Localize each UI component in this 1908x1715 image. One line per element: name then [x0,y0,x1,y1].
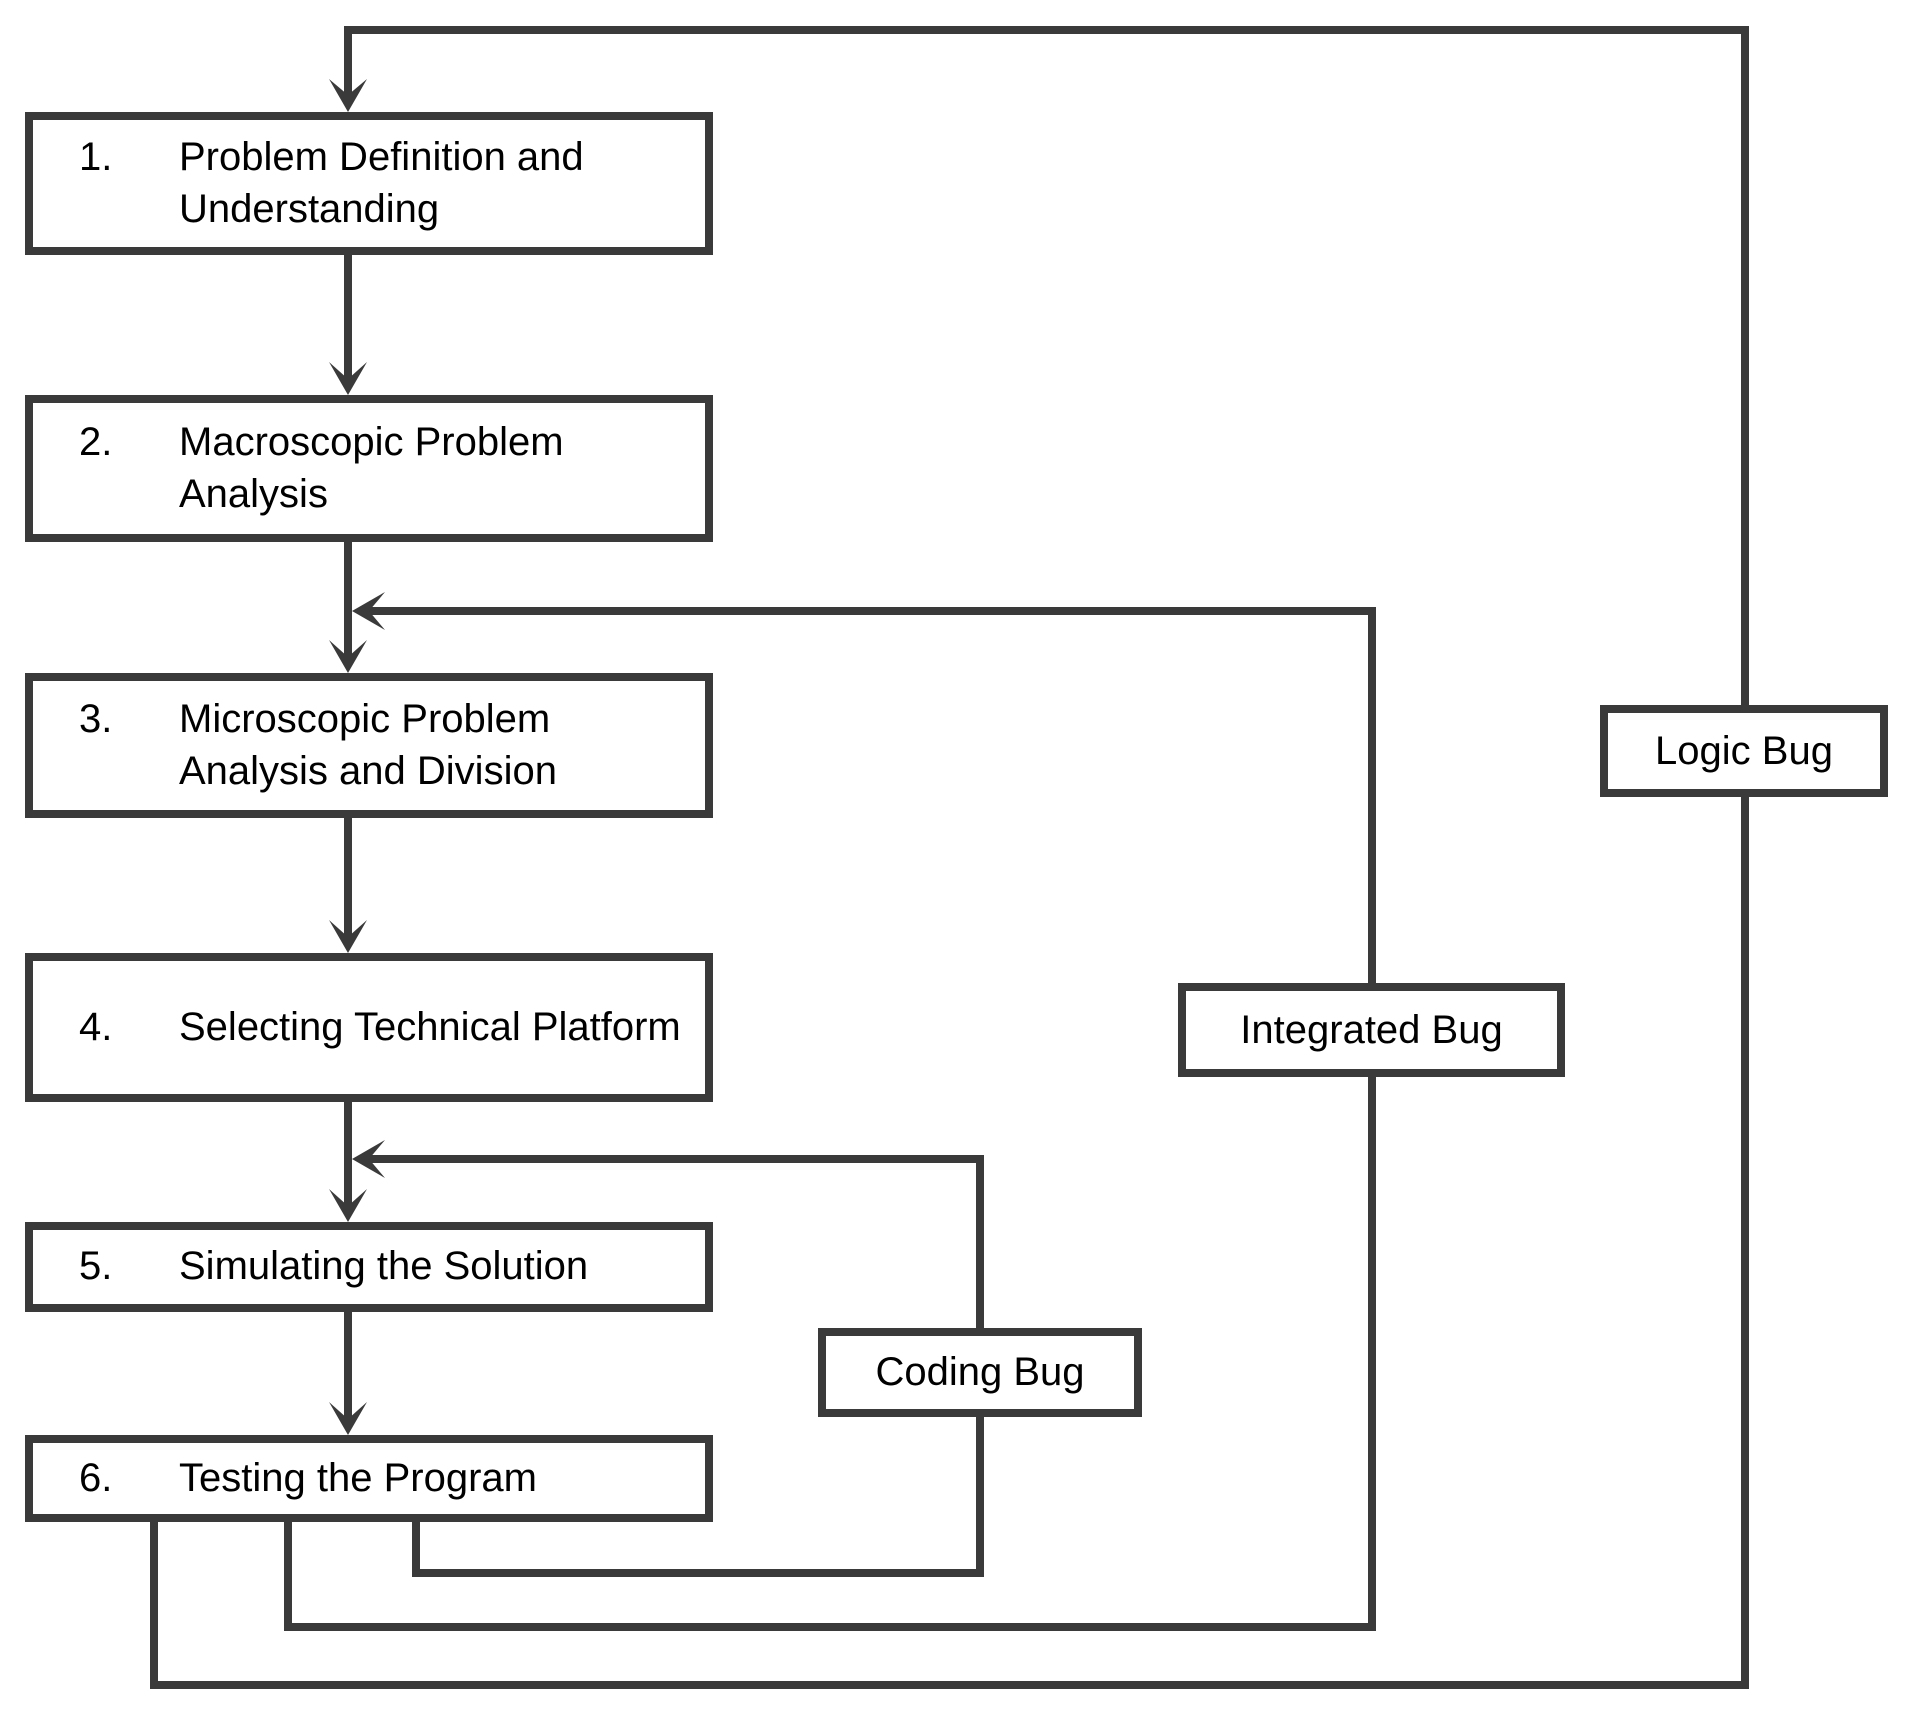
process-box-label: Microscopic Problem Analysis and Divisio… [179,697,557,793]
process-box-problem-definition: 1. Problem Definition and Understanding [25,112,713,255]
process-box-label: Macroscopic Problem Analysis [179,420,564,516]
process-box-selecting-platform: 4. Selecting Technical Platform [25,953,713,1102]
feedback-label-text: Coding Bug [875,1350,1085,1394]
coding-bug-merge-arrowhead [352,1140,385,1178]
process-box-macroscopic-analysis: 2. Macroscopic Problem Analysis [25,395,713,542]
process-box-number: 4. [79,1004,113,1049]
process-box-number: 6. [79,1455,113,1500]
feedback-label-integrated-bug: Integrated Bug [1178,983,1565,1077]
arrowhead-into-box2 [329,362,367,395]
process-box-label: Selecting Technical Platform [179,1004,681,1049]
feedback-label-text: Logic Bug [1655,728,1833,773]
process-box-number: 2. [79,420,113,465]
coding-bug-loop-line [369,1155,984,1577]
process-box-label: Testing the Program [179,1455,537,1500]
process-box-label: Simulating the Solution [179,1244,589,1289]
arrowhead-into-box6 [329,1402,367,1435]
logic-bug-arrowhead-into-box1 [329,79,367,112]
logic-bug-loop-line [150,26,1749,1689]
integrated-bug-loop-line [284,607,1376,1631]
arrowhead-into-box4 [329,920,367,953]
feedback-label-text: Integrated Bug [1240,1007,1503,1052]
process-box-testing-program: 6. Testing the Program [25,1435,713,1522]
process-box-microscopic-analysis: 3. Microscopic Problem Analysis and Divi… [25,673,713,818]
process-box-simulating-solution: 5. Simulating the Solution [25,1222,713,1312]
arrowhead-into-box3 [329,640,367,673]
process-box-number: 3. [79,697,113,742]
integrated-bug-merge-arrowhead [352,592,385,630]
process-box-number: 5. [79,1244,113,1289]
arrowhead-into-box5 [329,1189,367,1222]
process-box-label: Problem Definition and Understanding [179,135,584,231]
feedback-label-logic-bug: Logic Bug [1600,705,1888,797]
process-box-number: 1. [79,135,113,180]
feedback-label-coding-bug: Coding Bug [818,1328,1142,1417]
